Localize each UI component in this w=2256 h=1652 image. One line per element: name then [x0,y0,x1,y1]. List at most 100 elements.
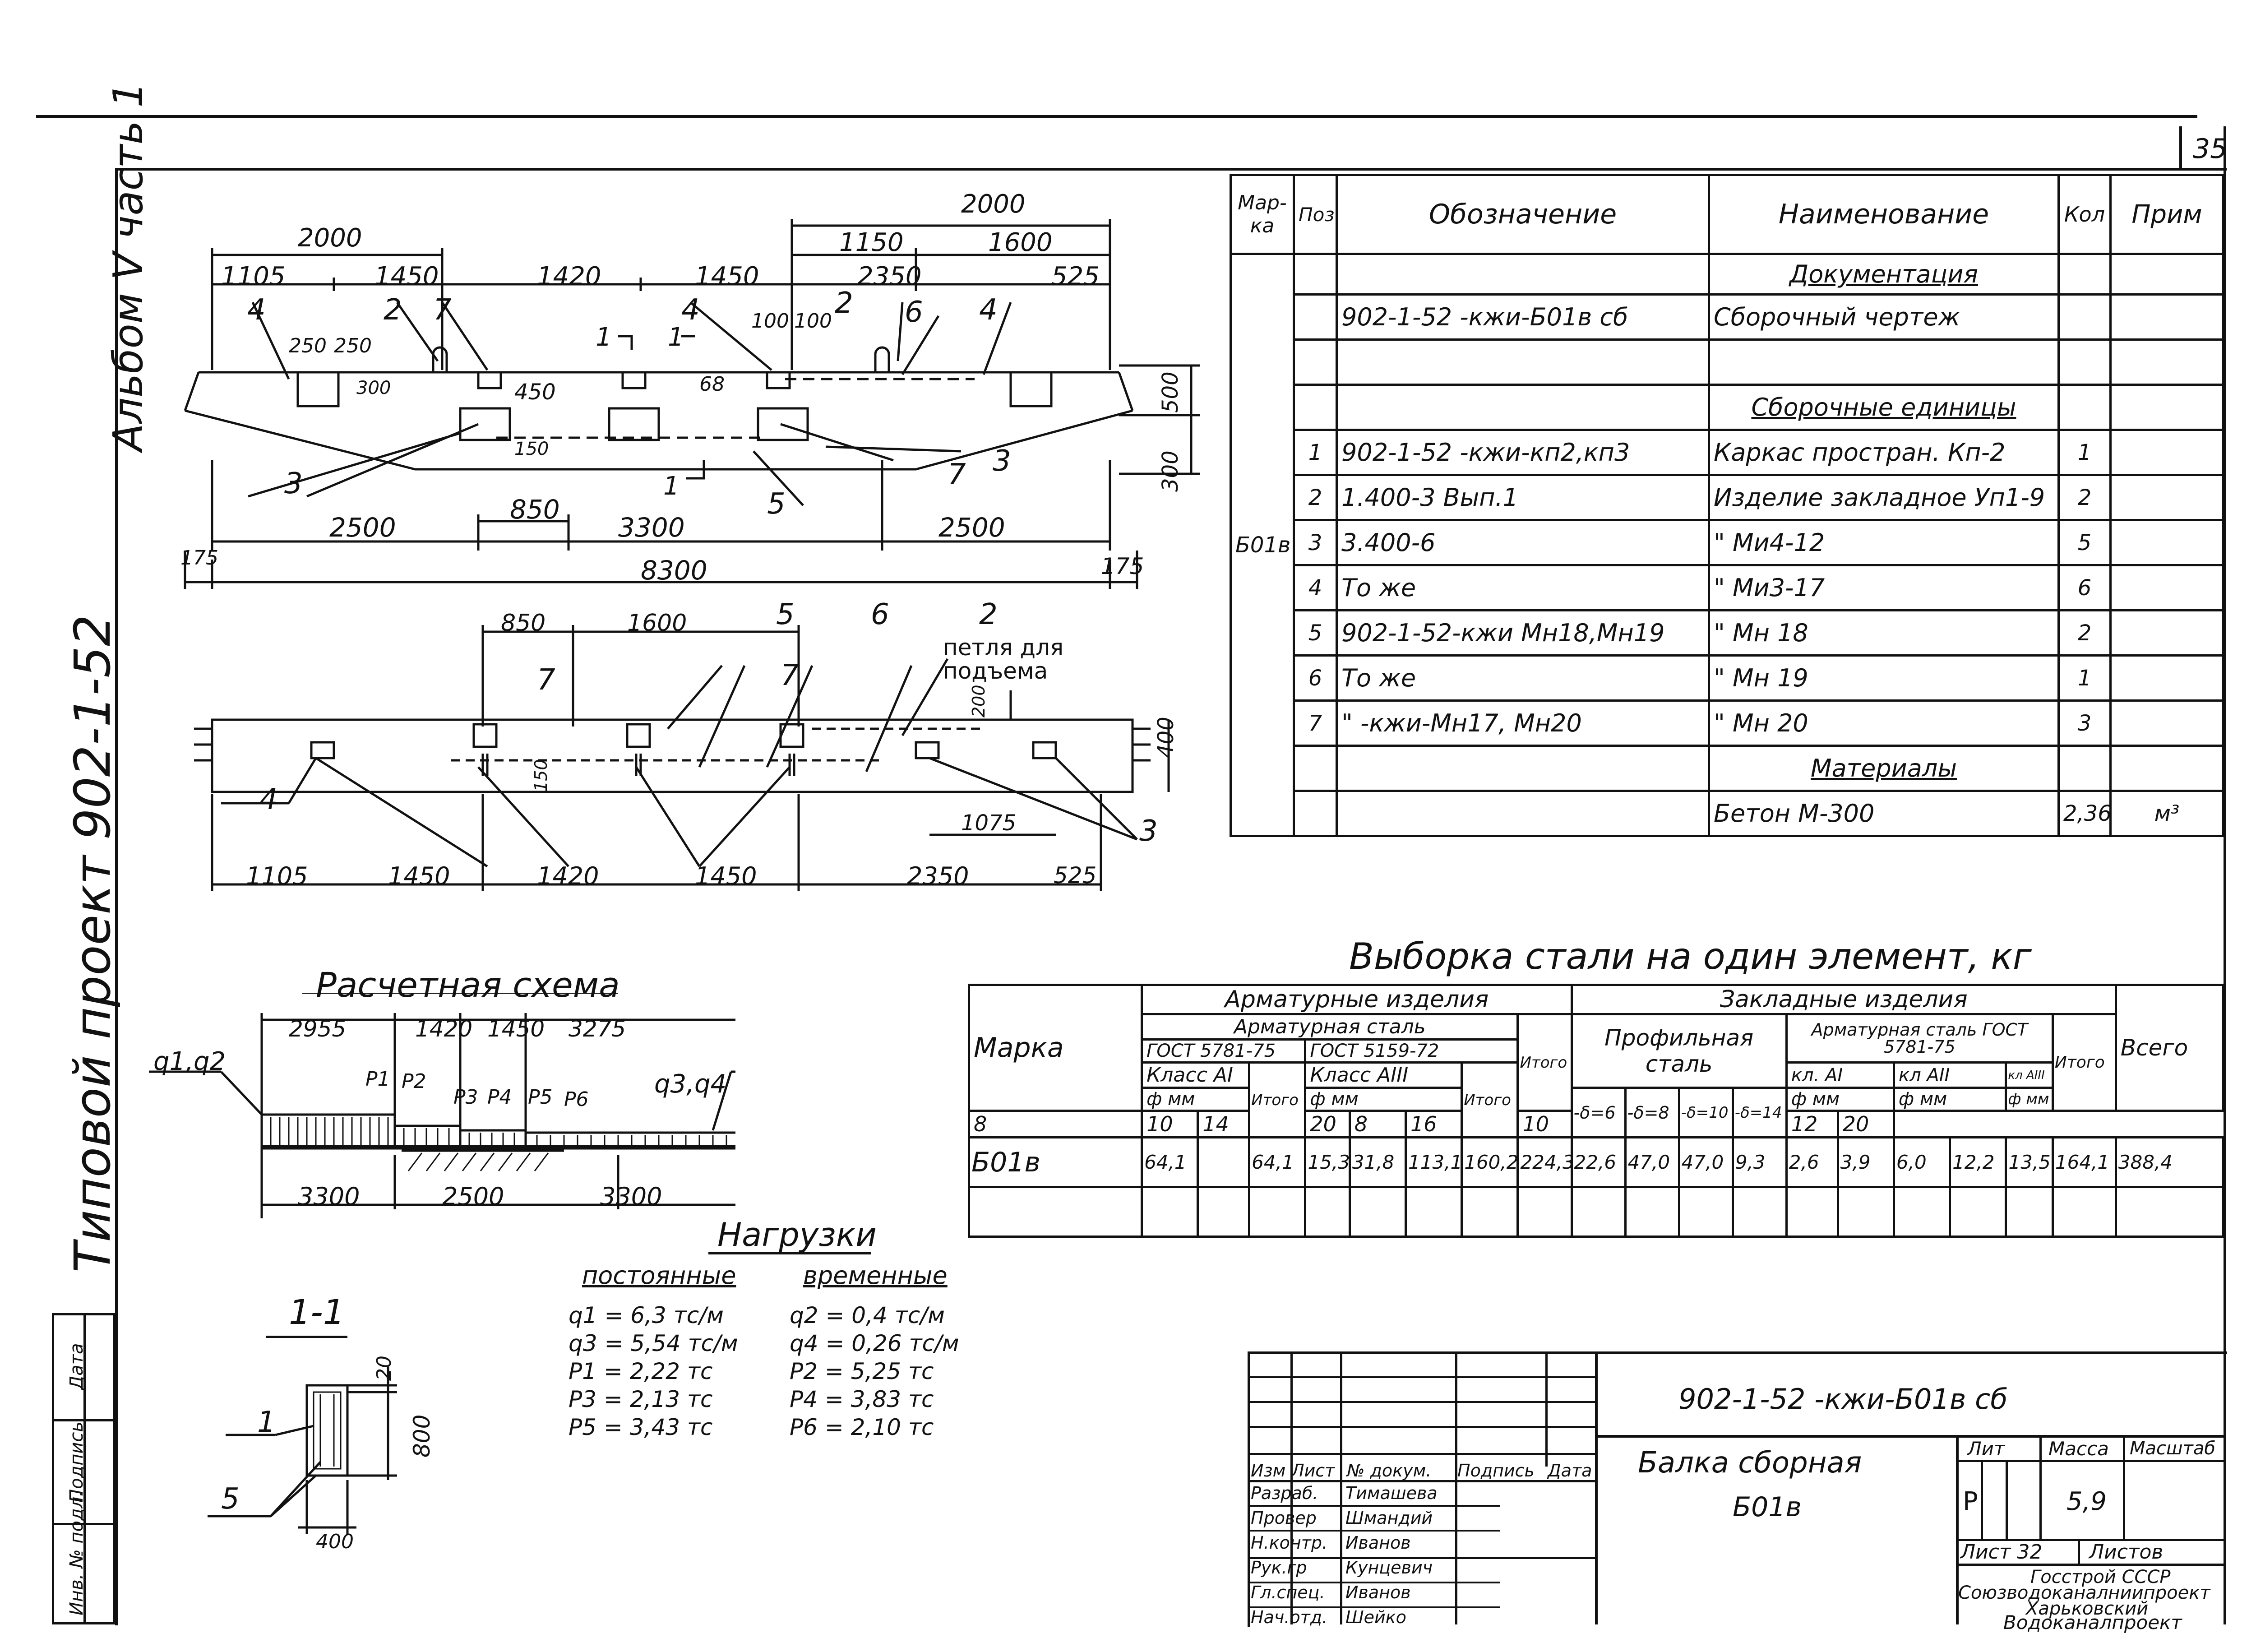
spec-cell-qty: 6 [2057,564,2112,611]
load-item: P2 = 5,25 тс [790,1358,934,1384]
tb-person-role: Нач.отд. [1251,1607,1328,1627]
steel-h-fmm-e: ф мм [2005,1087,2054,1112]
tb-person-name: Кунцевич [1345,1558,1433,1578]
spec-cell-code [1336,745,1710,792]
frame-left [115,168,118,1625]
tb-grid [1248,1351,1598,1624]
spec-cell-qty: 2,36 [2057,790,2112,837]
tb-vdiv-4 [1981,1460,1983,1539]
spec-cell-note [2109,699,2224,747]
spec-cell-qty: 2 [2057,474,2112,521]
spec-cell-code: 902-1-52 -кжи-Б01в сб [1336,293,1710,341]
steel-sub-20a: 20 [1304,1110,1351,1138]
scheme-title: Расчетная схема [316,965,620,1005]
elev-mark-3a: 3 [284,467,303,500]
spec-cell-qty: 1 [2057,654,2112,702]
elev-dim-8300: 8300 [641,555,707,586]
steel-row-value [1197,1136,1251,1188]
spec-cell-note [2109,293,2224,341]
scheme-dim-2500: 2500 [442,1182,504,1211]
plan-mark-7b: 7 [781,659,799,692]
spec-cell-note [2109,253,2224,296]
steel-sub-d14: -δ=14 [1731,1087,1788,1138]
steel-title: Выборка стали на один элемент, кг [1349,935,2032,977]
steel-h-kl1: кл. АI [1785,1061,1895,1089]
spec-cell-code: " -кжи-Мн17, Мн20 [1336,699,1710,747]
spec-cell-name: " Ми4-12 [1708,519,2060,566]
steel-h-fmm-a: ф мм [1141,1087,1251,1112]
steel-sub-8a: 8 [967,1110,1143,1138]
tb-person-name: Шмандий [1345,1508,1433,1528]
spec-cell-pos: 2 [1293,474,1338,521]
tb-org-4: Водоканалпроект [2003,1611,2182,1633]
steel-sub-14: 14 [1197,1110,1251,1138]
tb-hdiv-2 [1956,1539,2224,1541]
tb-sheets: Листов [2089,1541,2164,1564]
elev-mark-4a: 4 [247,293,266,327]
scheme-load-p4: P4 [487,1086,512,1109]
tb-person-role: Провер [1251,1508,1317,1528]
section-dim-400: 400 [316,1530,354,1553]
elev-dim-1105: 1105 [221,262,286,291]
elev-dim-525: 525 [1051,262,1100,291]
tb-person-role: Разраб. [1251,1483,1318,1503]
side-stamp [52,1313,115,1624]
spec-cell-note [2109,745,2224,792]
elev-dim-2000-a: 2000 [298,223,362,253]
spec-h-note: Прим [2109,174,2224,255]
elev-dim-175b: 175 [1101,553,1144,579]
steel-row-value: 47,0 [1678,1136,1734,1188]
stamp-sign: Подпись [66,1421,87,1503]
tb-h-list: Лист [1291,1461,1335,1481]
steel-sub-20b: 20 [1836,1110,1895,1138]
tb-vdiv-2 [2039,1435,2042,1539]
plan-dim-150: 150 [531,759,551,792]
steel-sub-10: 10 [1141,1110,1199,1138]
elev-dim-68: 68 [699,373,725,396]
tb-person-name: Шейко [1345,1607,1406,1627]
steel-h-arm2: Арматурная сталь ГОСТ 5781-75 [1785,1013,2054,1064]
plan-dim-200: 200 [969,685,989,717]
loads-title: Нагрузки [717,1216,877,1254]
spec-cell-note [2109,429,2224,476]
tb-h-sign: Подпись [1457,1461,1535,1481]
scheme-load-q1q2: q1,q2 [153,1047,226,1076]
spec-cell-note [2109,654,2224,702]
section-mark-5: 5 [221,1482,240,1516]
spec-cell-name: Сборочный чертеж [1708,293,2060,341]
sheet-number-box [2179,126,2226,169]
spec-cell-note: м³ [2109,790,2224,837]
elev-dim-2000-b: 2000 [961,190,1026,219]
section-dim-20: 20 [373,1356,396,1381]
section-title: 1-1 [289,1292,345,1332]
plan-mark-7a: 7 [537,663,555,697]
spec-h-qty: Кол [2057,174,2112,255]
spec-cell-note [2109,384,2224,431]
elev-dim-1450-a: 1450 [374,262,439,291]
spec-cell-note [2109,609,2224,657]
spec-cell-note [2109,564,2224,611]
scheme-dim-3300b: 3300 [600,1182,662,1211]
frame-top [115,168,2227,171]
spec-cell-name: " Мн 20 [1708,699,2060,747]
plan-dim-1450b: 1450 [695,862,757,890]
plan-mark-4: 4 [259,783,278,816]
steel-row-mark: Б01в [967,1136,1143,1188]
spec-cell-pos [1293,293,1338,341]
plan-dim-1420: 1420 [537,862,599,890]
scheme-dim-2955: 2955 [289,1016,347,1042]
tb-h-massa: Масса [2048,1438,2109,1460]
steel-table: Марка Арматурные изделия Закладные издел… [967,984,2225,1238]
tb-name: Балка сборная [1638,1446,1862,1480]
plan-dim-525: 525 [1054,862,1097,888]
plan-mark-6: 6 [871,598,889,631]
spec-mark: Б01в [1230,253,1295,837]
elev-mark-2a: 2 [384,293,402,327]
spec-cell-code: То же [1336,564,1710,611]
steel-sub-10b: 10 [1516,1110,1573,1138]
load-item: q3 = 5,54 тс/м [569,1330,738,1356]
calc-scheme [149,993,735,1218]
elev-dim-100b: 100 [794,310,832,333]
spec-cell-name: " Мн 19 [1708,654,2060,702]
loads-title-underline [708,1252,871,1254]
